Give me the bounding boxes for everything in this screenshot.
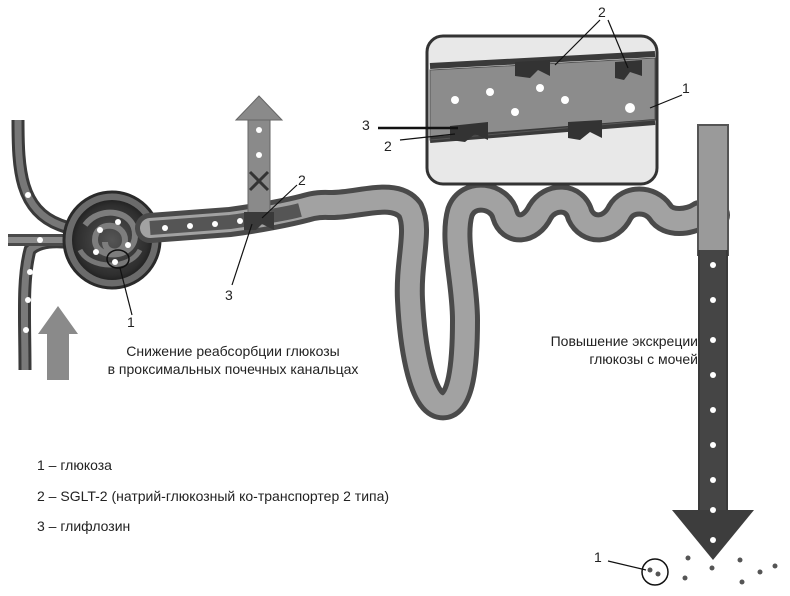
callout-1-inset: 1 [682,80,690,96]
inset-magnified-view [425,34,659,186]
callout-1-glomerulus: 1 [127,314,135,330]
glucose-molecules [23,192,716,543]
legend-item-sglt2: 2 – SGLT-2 (натрий-глюкозный ко-транспор… [37,488,390,504]
callout-3-inset: 3 [362,117,370,133]
callout-lines [119,19,683,571]
increased-excretion-line1: Повышение экскреции [550,333,698,349]
callout-2-tubule: 2 [298,172,306,188]
glomerulus [62,190,162,290]
increased-excretion-line2: глюкозы с мочей [589,351,698,367]
callout-2-inset-left: 2 [384,138,392,154]
collecting-duct [672,124,754,560]
callout-3-tubule: 3 [225,287,233,303]
upward-arrow [38,306,78,380]
highlight-circles [106,249,669,586]
callout-1-urine: 1 [594,549,602,565]
increased-excretion-label: Повышение экскреции глюкозы с мочей [480,332,698,368]
reduced-reabsorption-line2: в проксимальных почечных канальцах [107,361,359,377]
legend-item-gliflozin: 3 – глифлозин [37,518,131,534]
legend-item-glucose: 1 – глюкоза [37,457,112,473]
reduced-reabsorption-label: Снижение реабсорбции глюкозы в проксимал… [80,342,386,378]
excreted-glucose [647,555,778,585]
callout-2-inset: 2 [598,4,606,20]
reduced-reabsorption-line1: Снижение реабсорбции глюкозы [126,343,340,359]
